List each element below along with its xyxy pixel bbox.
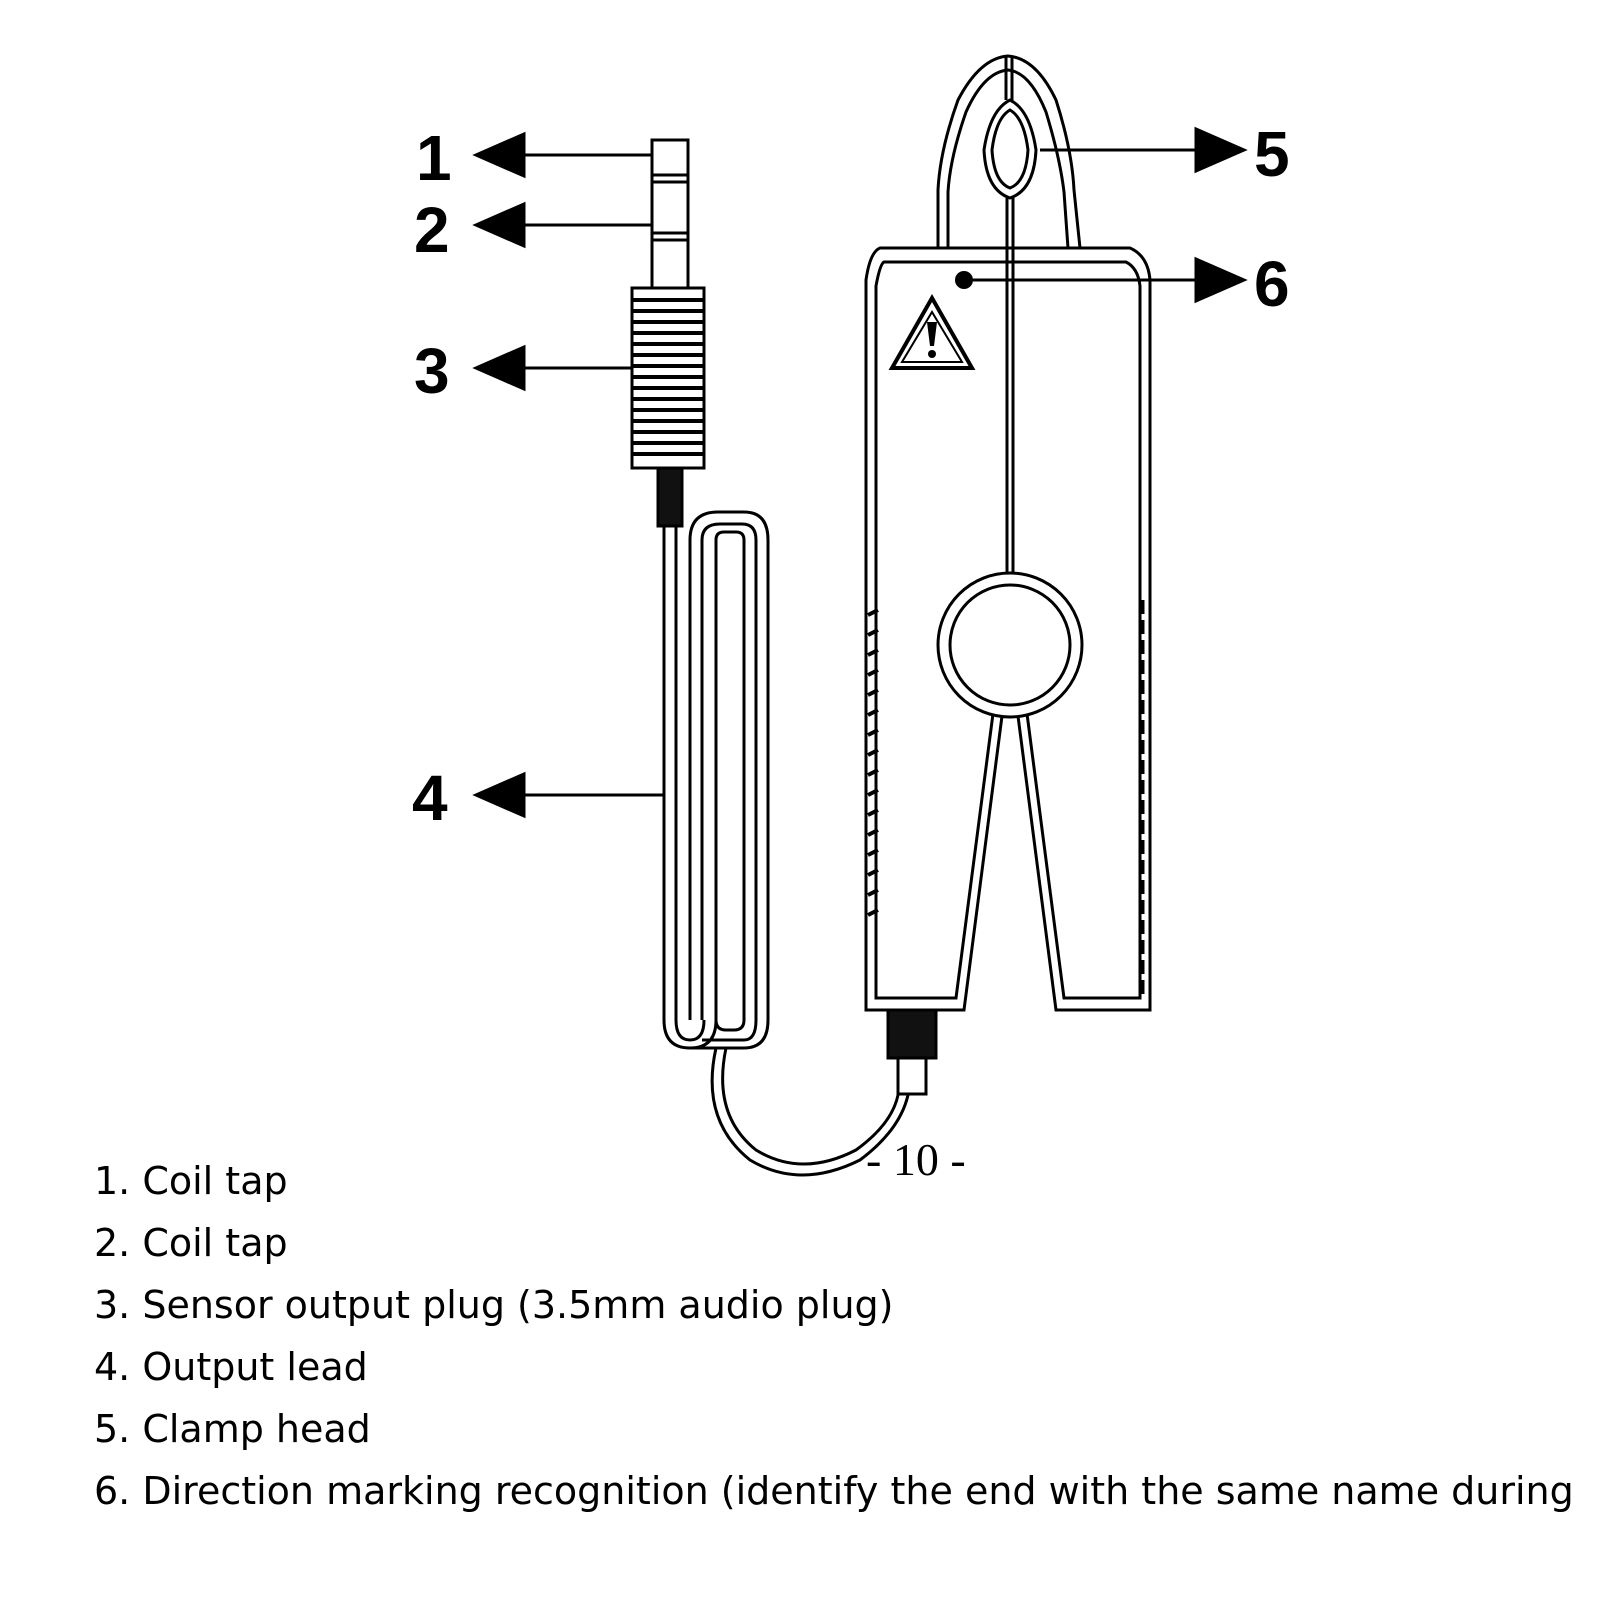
- audio-plug: [630, 138, 706, 528]
- plug-grip-ridges: [632, 298, 704, 456]
- callout-1: 1: [416, 122, 452, 194]
- plug-strain-relief: [656, 466, 684, 528]
- direction-marking-dot: [955, 271, 973, 289]
- parts-legend: 1. Coil tap 2. Coil tap 3. Sensor output…: [94, 1150, 1574, 1522]
- clamp-body: [864, 54, 1152, 1096]
- clamp-core-ring-outer: [936, 571, 1084, 719]
- legend-item: 5. Clamp head: [94, 1407, 371, 1451]
- arrow-3-head: [472, 344, 526, 392]
- arrow-4-head: [472, 771, 526, 819]
- callout-6: 6: [1254, 248, 1290, 320]
- clamp-core-ring-inner: [948, 583, 1072, 707]
- page-number: - 10 -: [866, 1134, 966, 1185]
- legend-item: 3. Sensor output plug (3.5mm audio plug): [94, 1283, 894, 1327]
- arrow-2-head: [472, 201, 526, 249]
- callout-2: 2: [414, 194, 450, 266]
- arrow-5-head: [1194, 126, 1248, 174]
- handle-grip-hatching: [867, 608, 879, 917]
- callout-3: 3: [414, 335, 450, 407]
- output-lead: [662, 510, 910, 1177]
- arrow-1-head: [472, 131, 526, 179]
- legend-item: 4. Output lead: [94, 1345, 368, 1389]
- callout-4: 4: [412, 762, 448, 834]
- warning-icon: [888, 293, 976, 370]
- legend-item: 2. Coil tap: [94, 1221, 288, 1265]
- callout-5: 5: [1254, 118, 1290, 190]
- arrow-6-head: [1194, 256, 1248, 304]
- cable-connector: [886, 1008, 938, 1060]
- callout-arrows: [472, 126, 1248, 819]
- legend-item: 1. Coil tap: [94, 1159, 288, 1203]
- plug-tip: [650, 138, 690, 290]
- legend-item: 6. Direction marking recognition (identi…: [94, 1469, 1574, 1513]
